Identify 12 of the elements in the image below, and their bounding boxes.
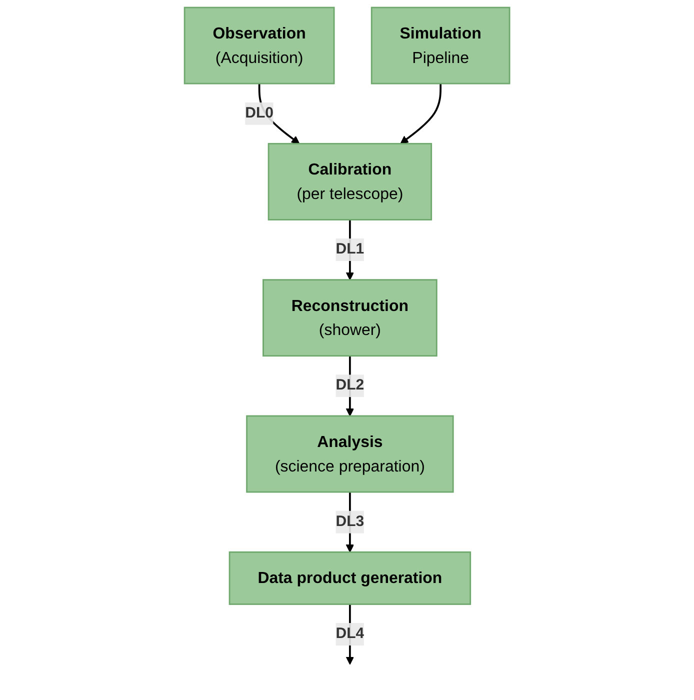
arrow [400,84,442,144]
node-box: Calibration (per telescope) [268,142,432,220]
edge-label: DL2 [336,377,364,394]
node-box: Data product generation [228,551,471,605]
node-box: Reconstruction (shower) [262,279,438,357]
edge-label: DL0 [245,105,274,122]
edge-label: DL3 [336,514,364,530]
node-box: Observation (Acquisition) [184,6,335,84]
node-box: Analysis (science preparation) [246,415,454,493]
node-box: Simulation Pipeline [370,6,510,84]
edge-label: DL1 [336,241,364,258]
edge-label: DL4 [336,626,364,642]
